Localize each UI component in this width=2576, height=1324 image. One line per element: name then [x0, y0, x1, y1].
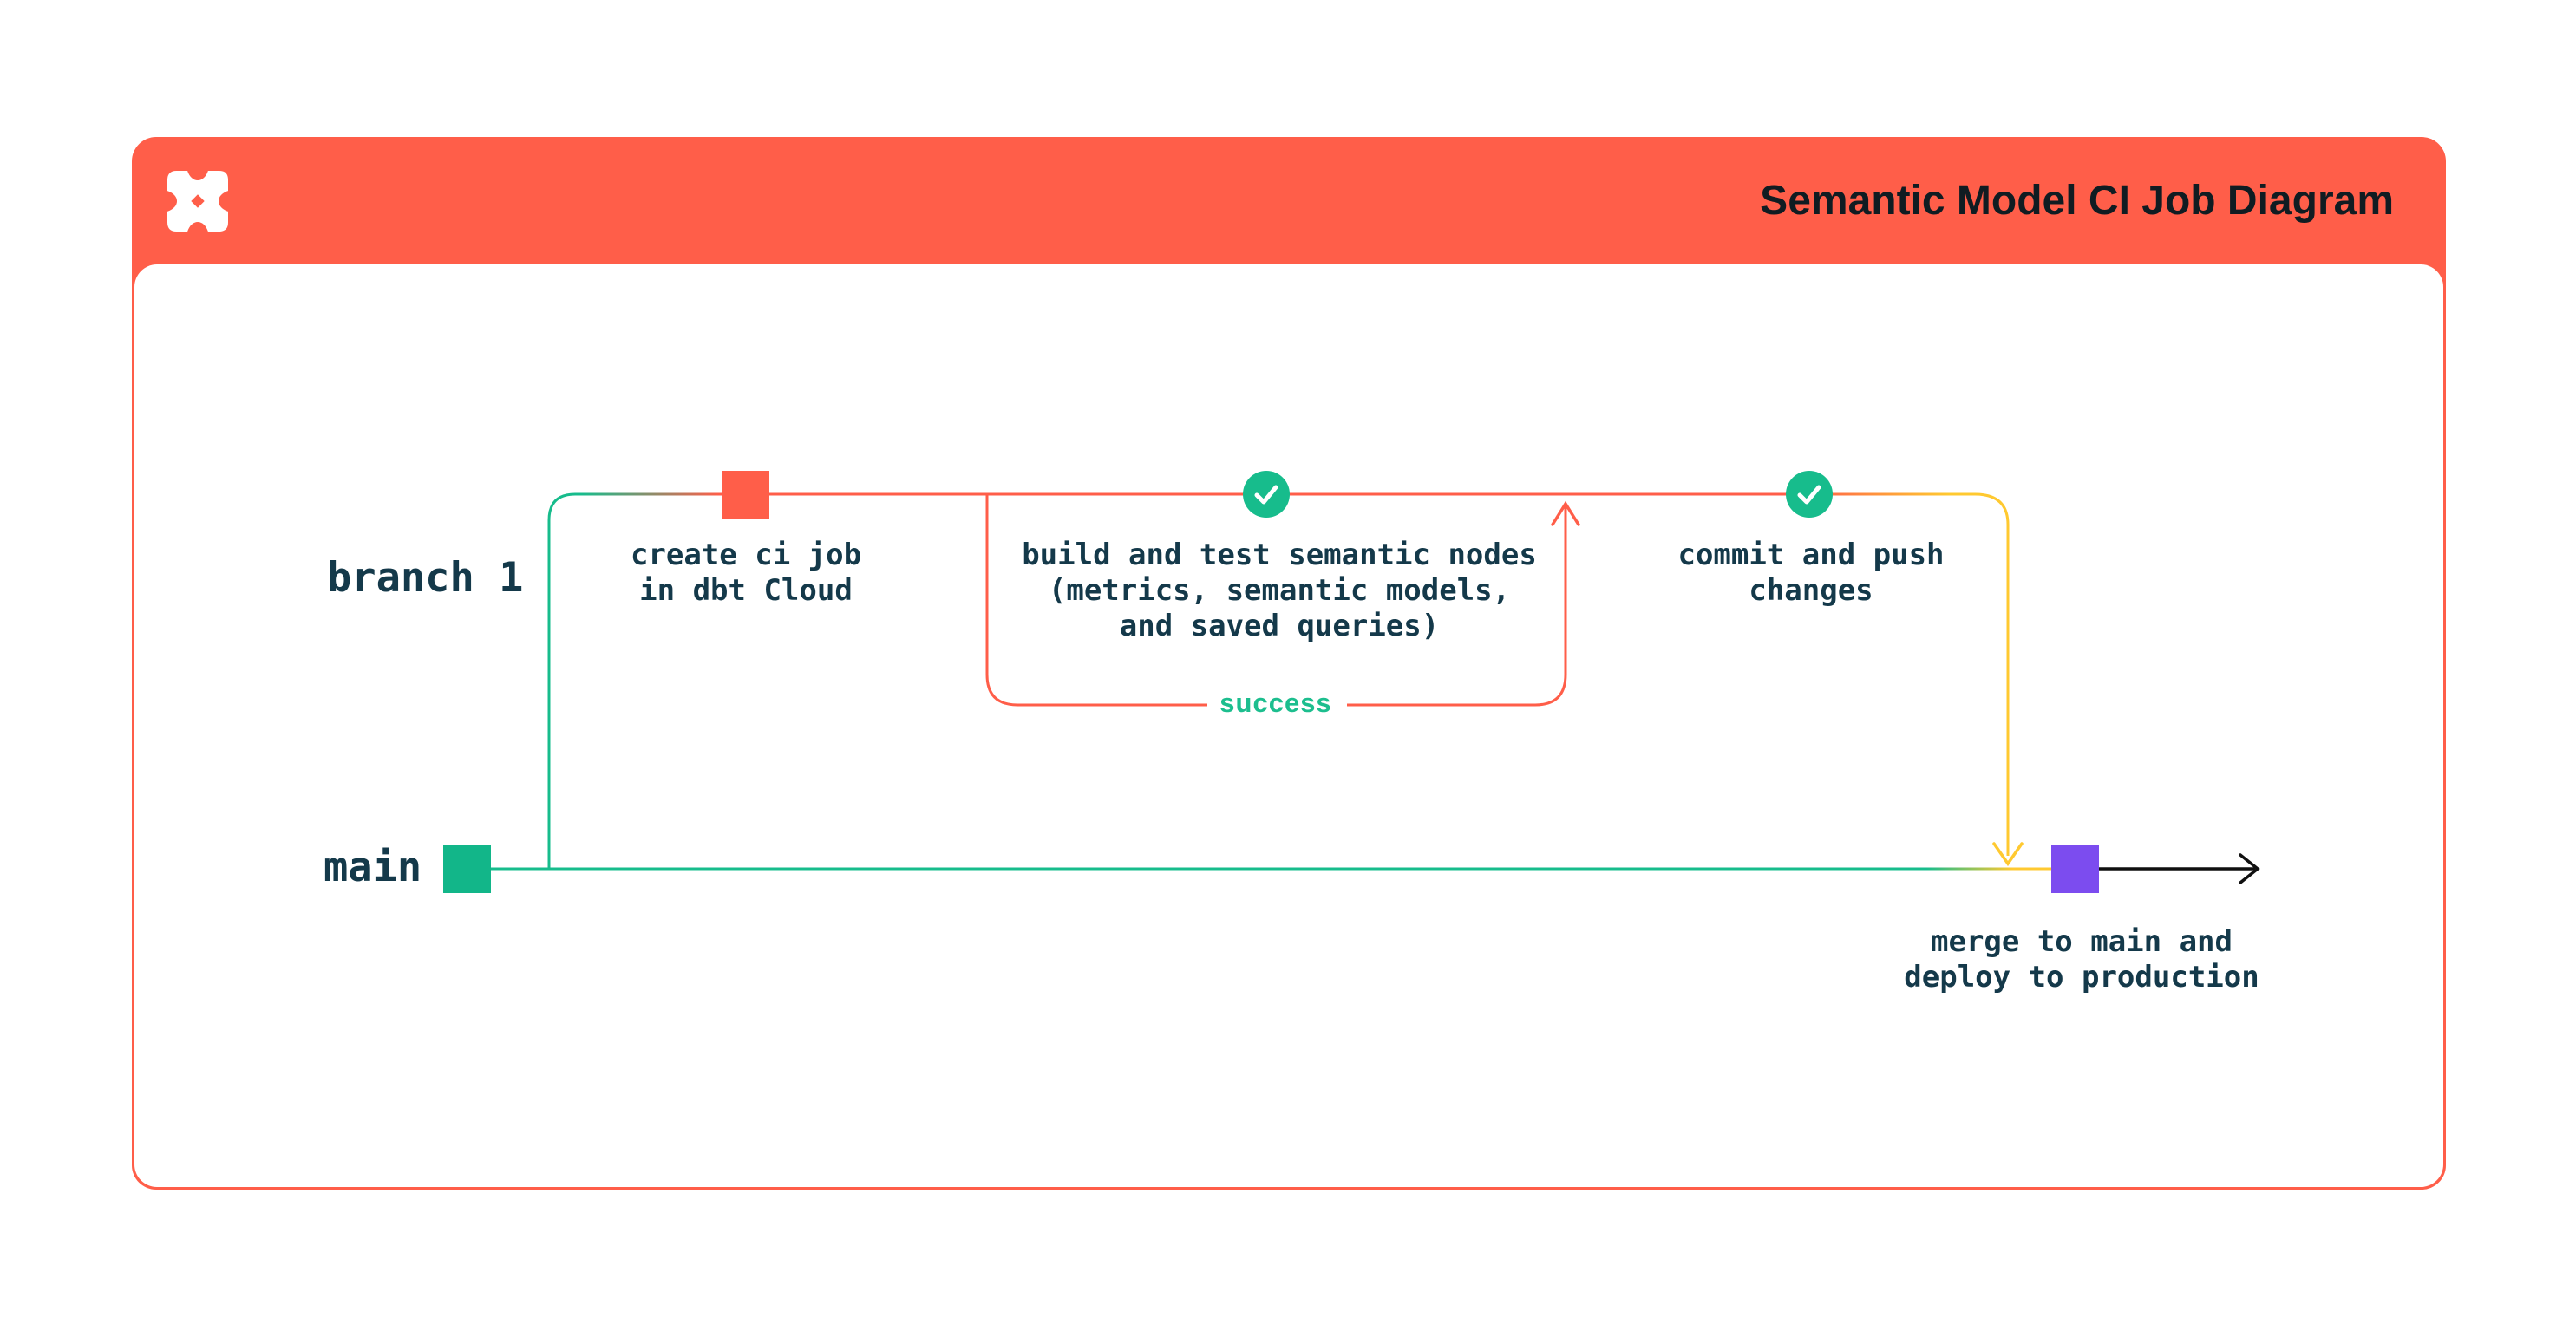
create-ci-job-label: create ci job in dbt Cloud: [529, 538, 963, 609]
dbt-logo-icon: [167, 170, 228, 232]
label-line: (metrics, semantic models,: [1048, 573, 1511, 608]
main-label: main: [324, 844, 422, 891]
label-line: create ci job: [630, 538, 862, 572]
success-label: success: [1207, 686, 1344, 721]
label-line: in dbt Cloud: [639, 573, 853, 608]
diagram-canvas: [134, 264, 2443, 1187]
checkmark-icon: [1797, 485, 1821, 505]
label-line: and saved queries): [1119, 609, 1440, 643]
merge-commit-marker: [2051, 845, 2099, 893]
merge-deploy-label: merge to main and deploy to production: [1839, 924, 2324, 995]
branch1-label: branch 1: [327, 554, 524, 602]
commit-push-label: commit and push changes: [1594, 538, 2028, 609]
label-line: commit and push: [1677, 538, 1945, 572]
label-line: changes: [1749, 573, 1873, 608]
checkmark-icon: [1254, 485, 1278, 505]
label-line: merge to main and: [1931, 924, 2233, 959]
label-line: build and test semantic nodes: [1022, 538, 1537, 572]
card-header: Semantic Model CI Job Diagram: [132, 137, 2446, 264]
check-circle-icon: [1786, 471, 1833, 518]
check-circle-icon: [1243, 471, 1290, 518]
label-line: deploy to production: [1904, 960, 2259, 995]
diagram-title: Semantic Model CI Job Diagram: [1760, 178, 2394, 224]
main-commit-marker: [443, 845, 491, 893]
build-test-label: build and test semantic nodes (metrics, …: [993, 538, 1566, 644]
success-tag: success: [1137, 686, 1415, 721]
diagram-card: Semantic Model CI Job Diagram: [132, 137, 2446, 1190]
create-ci-job-commit-marker: [722, 471, 769, 519]
